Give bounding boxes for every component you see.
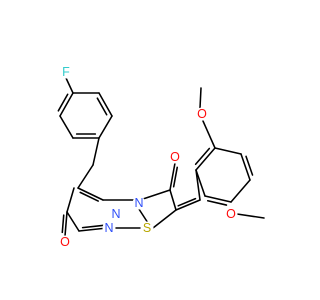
bond-c7-o — [64, 211, 68, 237]
bond-ar-a — [195, 147, 216, 171]
bond-ch2-a — [92, 137, 100, 166]
bond-exo — [175, 199, 201, 211]
oxygen-label-bottom: O — [60, 235, 70, 249]
oxygen-label-methoxy-bottom: O — [226, 207, 236, 221]
oxygen-atom-methoxy-top: O — [195, 107, 209, 121]
bond-c6-n — [77, 187, 104, 201]
bond-c6-c7 — [66, 187, 75, 213]
bond-ring1-e-inner — [96, 97, 108, 116]
nitrogen-label-lower: N — [104, 221, 113, 235]
bond-ring1-b — [59, 115, 74, 139]
bond-c3-o — [169, 162, 176, 191]
bond-ome-top-a — [202, 120, 216, 149]
bond-ar-c — [240, 153, 251, 181]
bond-ar-c-inner — [245, 155, 254, 176]
nitrogen-atom-lower: N — [102, 221, 116, 235]
nitrogen-label-upper: N — [111, 207, 120, 221]
bond-exo-inner — [177, 197, 197, 207]
bond-ar-b — [214, 147, 242, 155]
bond-exo-ar — [195, 169, 201, 201]
bond-ring1-a-inner — [57, 93, 69, 112]
bond-ar-f — [195, 169, 206, 197]
bond-n4-c8a-inner — [81, 224, 104, 229]
bond-f-c1 — [65, 77, 74, 94]
fluorine-label: F — [62, 65, 70, 79]
oxygen-atom-methoxy-bottom: O — [224, 207, 238, 221]
bond-n-c3 — [139, 189, 171, 201]
bond-ome-bot — [236, 213, 265, 219]
bond-c6-n-inner — [79, 191, 99, 202]
sulfur-label: S — [143, 221, 151, 235]
oxygen-label-methoxy-top: O — [197, 107, 207, 121]
bond-c3-o-inner — [172, 166, 179, 188]
bond-ar-a-inner — [194, 147, 211, 166]
molecule-structure: F O O O O N N — [57, 65, 265, 249]
bond-c3-c2 — [169, 189, 177, 211]
fluorine-atom: F — [59, 65, 73, 79]
nitrogen-atom-upper: N — [109, 207, 123, 221]
bond-layer — [57, 77, 265, 237]
oxygen-atom-top-carbonyl: O — [168, 150, 182, 164]
atom-label-layer: F O O O O N N — [58, 65, 238, 249]
bond-ring1-a — [59, 92, 74, 117]
bond-c2-s — [152, 209, 177, 229]
bond-c7-n4 — [66, 211, 80, 232]
nitrogen-atom-ring-fusion: N — [132, 196, 146, 210]
bond-ch2-b — [77, 164, 94, 189]
bond-ome-top-b — [199, 87, 202, 109]
bond-n4-c8a — [78, 227, 108, 232]
bond-c7-o-inner — [61, 214, 65, 234]
bond-ring1-e — [98, 92, 113, 117]
bond-ar-e-inner — [206, 199, 228, 206]
structure-canvas: F O O O O N N — [57, 65, 265, 249]
bond-ring1-d — [98, 115, 113, 139]
bond-ar-e — [204, 195, 232, 203]
sulfur-atom: S — [140, 221, 154, 235]
nitrogen-label-ring-fusion: N — [134, 196, 143, 210]
bond-ar-d — [230, 179, 251, 203]
oxygen-label-top: O — [170, 150, 180, 164]
oxygen-atom-bottom-carbonyl: O — [58, 235, 72, 249]
